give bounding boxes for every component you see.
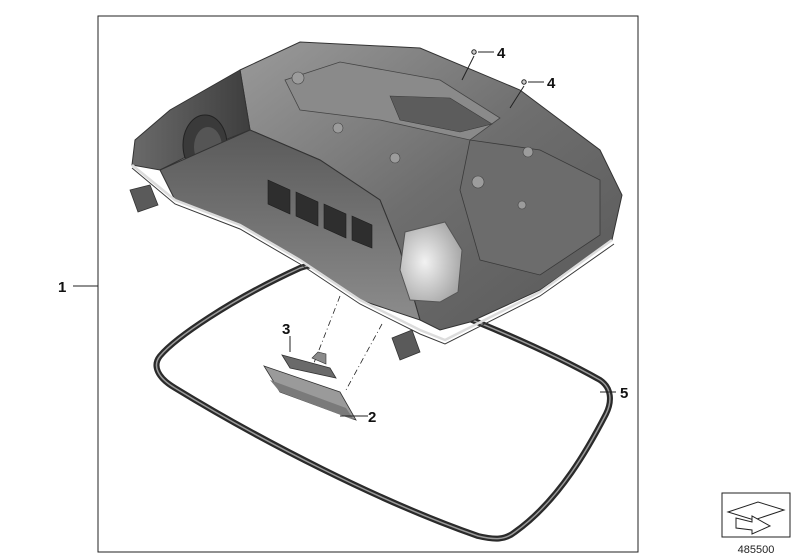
bracket-part <box>281 351 337 379</box>
cover-strip-part <box>263 365 357 421</box>
top-case-housing <box>129 41 623 361</box>
orientation-arrow-icon <box>721 492 791 538</box>
callout-3: 3 <box>282 321 290 338</box>
screw-fasteners <box>461 49 527 109</box>
diagram-frame <box>97 15 639 553</box>
callout-2: 2 <box>368 409 376 426</box>
leader-lines <box>73 51 616 417</box>
callout-4b: 4 <box>547 75 556 92</box>
reference-number: 485500 <box>738 544 775 556</box>
callout-1: 1 <box>58 279 66 296</box>
callout-4a: 4 <box>497 45 506 62</box>
callout-5: 5 <box>620 385 628 402</box>
